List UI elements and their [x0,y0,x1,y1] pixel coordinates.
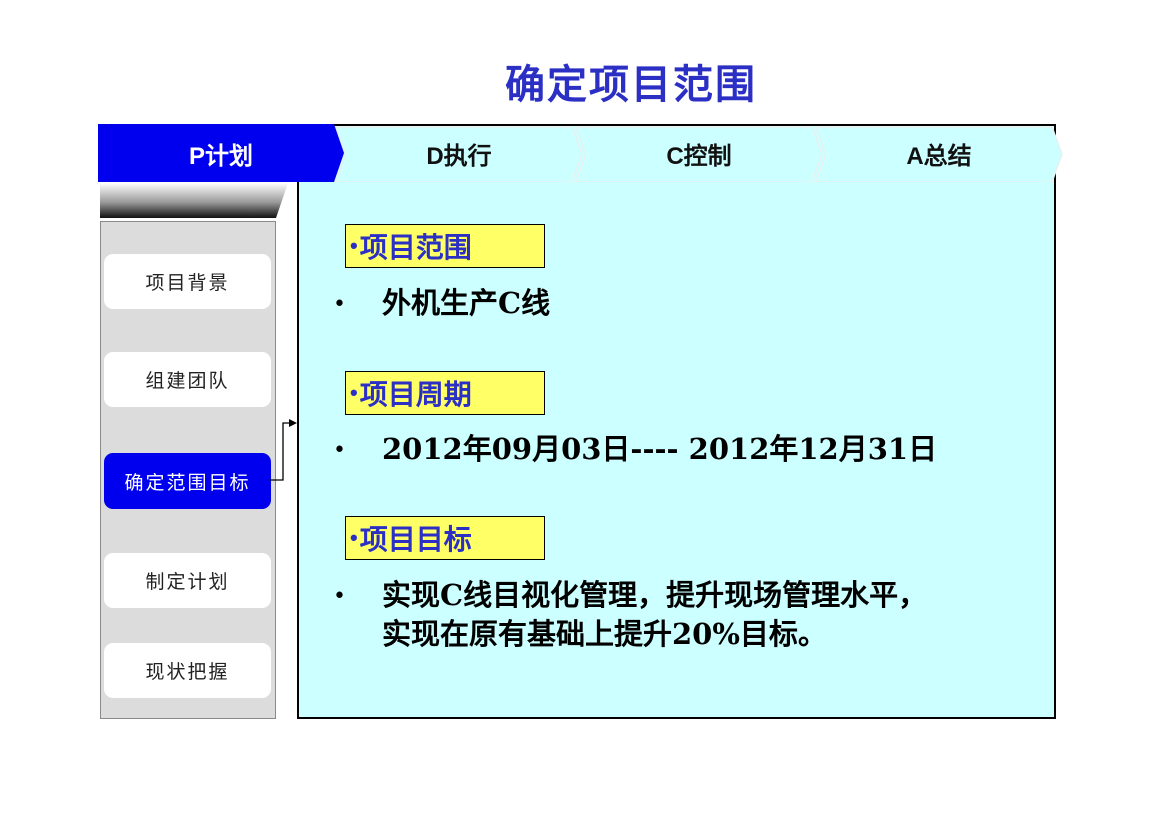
bullet-icon: • [350,380,358,405]
sidebar-item-background[interactable]: 项目背景 [104,254,271,309]
sidebar-header-bevel [100,183,288,218]
sidebar: 项目背景 组建团队 确定范围目标 制定计划 现状把握 [100,221,276,719]
bullet-icon: • [350,233,358,258]
page-title: 确定项目范围 [505,63,757,107]
chevron-shape [98,124,344,182]
sidebar-item-scope[interactable]: 确定范围目标 [104,453,271,509]
bullet-icon: • [333,584,346,609]
section-label-scope: • 项目范围 [345,224,545,268]
bullet-icon: • [350,525,358,550]
sidebar-item-status[interactable]: 现状把握 [104,643,271,698]
bullet-icon: • [333,292,346,317]
sidebar-item-plan[interactable]: 制定计划 [104,553,271,608]
bullet-icon: • [333,438,346,463]
section-label-goal: • 项目目标 [345,516,545,560]
chevron-shape [574,126,823,182]
tab-do[interactable]: D执行 [334,124,584,182]
connector-arrow-icon [270,419,297,481]
sidebar-item-team[interactable]: 组建团队 [104,352,271,407]
tab-check[interactable]: C控制 [574,124,824,182]
phase-tabs: P计划 D执行 C控制 A总结 [98,124,1063,182]
section-label-period: • 项目周期 [345,371,545,415]
chevron-shape [814,126,1063,182]
tab-plan[interactable]: P计划 [98,124,344,182]
content-panel [297,124,1056,719]
chevron-shape [334,126,583,182]
tab-act[interactable]: A总结 [814,124,1064,182]
